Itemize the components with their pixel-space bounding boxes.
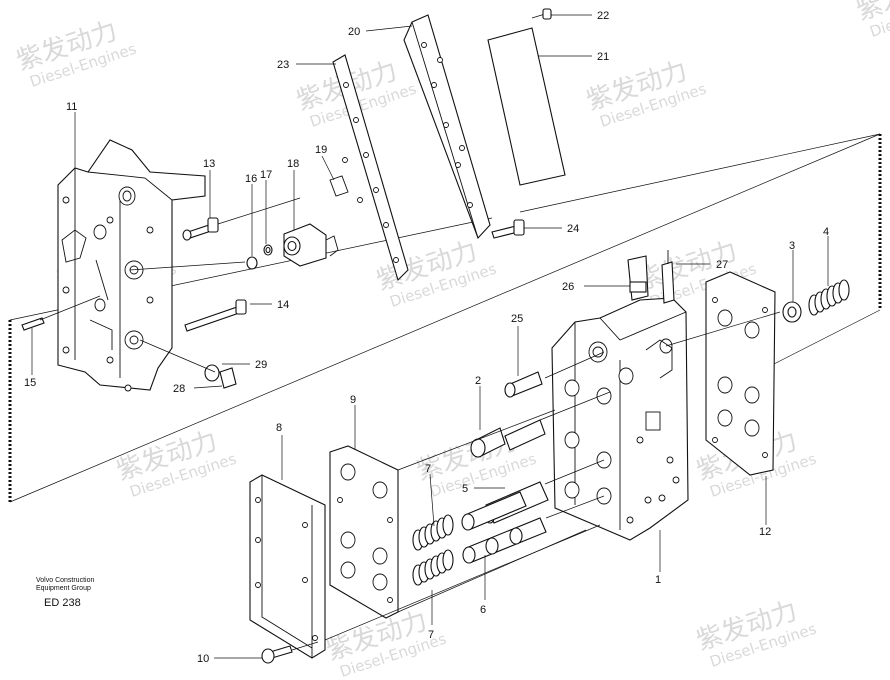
- bolt-short: [182, 217, 219, 241]
- screw-medium: [491, 219, 525, 239]
- publisher-credit: Volvo Construction Equipment Group: [36, 577, 94, 593]
- callout-15: 15: [24, 377, 36, 389]
- bolt-long: [184, 299, 247, 332]
- callout-22: 22: [597, 10, 609, 22]
- callout-9: 9: [350, 394, 356, 406]
- callout-7-lower: 7: [428, 629, 434, 641]
- spring-washer-group: [782, 279, 850, 323]
- callout-12: 12: [759, 526, 771, 538]
- callout-27: 27: [716, 259, 728, 271]
- callout-labels: 1 2 3 4 5 6 7 7 8 9 10 11 12 13 14 15 16…: [24, 10, 829, 665]
- callout-28: 28: [173, 383, 185, 395]
- solenoid-group: [246, 175, 349, 270]
- callout-2: 2: [475, 375, 481, 387]
- callout-13: 13: [203, 158, 215, 170]
- valve-body: [551, 297, 689, 541]
- callout-8: 8: [276, 422, 282, 434]
- cover-plate: [403, 14, 491, 240]
- leader-lines: [31, 14, 829, 659]
- credit-line-2: Equipment Group: [36, 585, 91, 592]
- spring-coil: [442, 514, 454, 536]
- plug-group: [204, 364, 237, 389]
- callout-18: 18: [287, 158, 299, 170]
- dowel-pin: [21, 317, 45, 331]
- callout-10: 10: [197, 653, 209, 665]
- callout-17: 17: [260, 169, 272, 181]
- end-cover: [249, 474, 326, 659]
- callout-29: 29: [255, 359, 267, 371]
- callout-23: 23: [277, 59, 289, 71]
- gasket-right: [705, 271, 776, 476]
- credit-line-1: Volvo Construction: [36, 577, 95, 584]
- gasket-bottom: [329, 445, 399, 619]
- callout-7-upper: 7: [425, 463, 431, 475]
- callout-1: 1: [655, 574, 661, 586]
- sensor-group: [627, 250, 675, 304]
- gasket-large: [332, 54, 409, 282]
- bolt-bottom: [261, 645, 293, 664]
- callout-11: 11: [66, 101, 77, 113]
- screw-small: [531, 8, 552, 20]
- drawing-code: ED 238: [44, 597, 81, 609]
- callout-14: 14: [277, 299, 289, 311]
- callout-24: 24: [567, 223, 579, 235]
- callout-19: 19: [315, 144, 327, 156]
- callout-21: 21: [597, 51, 609, 63]
- assembly-lines: [39, 197, 781, 651]
- label-plate: [487, 27, 566, 186]
- callout-25: 25: [511, 313, 523, 325]
- cover-housing: [57, 139, 206, 392]
- callout-5: 5: [462, 483, 468, 495]
- callout-20: 20: [348, 26, 360, 38]
- spring-coil: [838, 279, 850, 301]
- callout-6: 6: [480, 604, 486, 616]
- callout-4: 4: [823, 226, 829, 238]
- callout-16: 16: [245, 173, 257, 185]
- callout-3: 3: [789, 240, 795, 252]
- lower-spring-spool-group: [412, 491, 547, 586]
- callout-26: 26: [562, 281, 574, 293]
- spring-coil: [442, 549, 454, 571]
